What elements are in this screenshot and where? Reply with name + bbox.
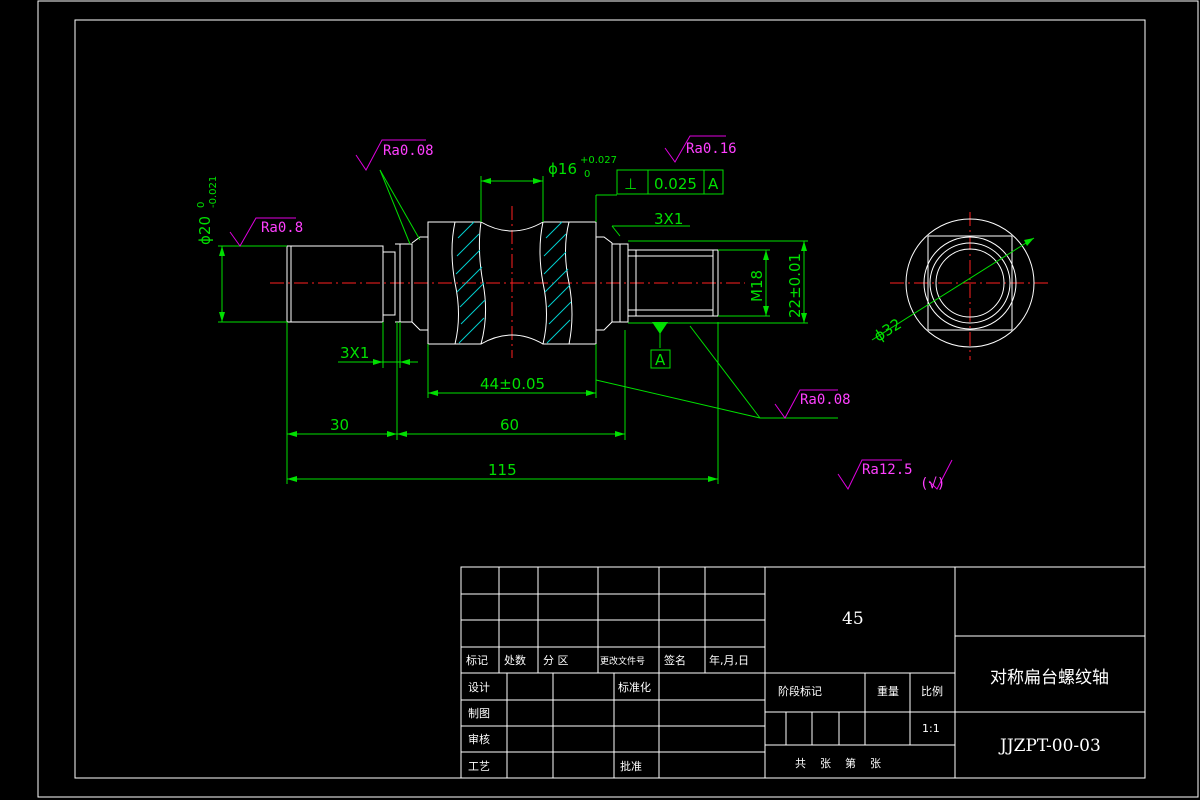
dim-phi20-tol-upper: 0 <box>196 202 207 208</box>
tb-header-mark: 标记 <box>466 653 488 667</box>
tol-value: 0.025 <box>654 175 697 193</box>
section-hatch-left <box>451 221 487 345</box>
roughness-rest-mark: (√) <box>920 476 945 492</box>
roughness-left: Ra0.8 <box>261 220 303 236</box>
tb-design: 设计 <box>468 681 490 694</box>
dim-m18: M18 <box>748 270 766 302</box>
dim-chamfer-right: 3X1 <box>654 210 683 228</box>
dim-phi16: ϕ16 <box>548 160 577 178</box>
tb-drawing-no: JJZPT-00-03 <box>998 736 1101 756</box>
dim-phi20-tol-lower: -0.021 <box>208 176 219 208</box>
outer-border <box>37 0 1199 798</box>
tb-header-count: 处数 <box>504 654 526 667</box>
dim-phi16-tol-upper: +0.027 <box>580 155 617 166</box>
roughness-general: Ra12.5 <box>862 462 913 478</box>
section-hatch-right <box>539 221 573 345</box>
tb-header-change-doc: 更改文件号 <box>600 655 645 667</box>
tb-process: 工艺 <box>468 760 490 773</box>
roughness-top-left: Ra0.08 <box>383 143 434 159</box>
tb-review: 审核 <box>468 732 490 746</box>
tb-scale-value: 1:1 <box>922 722 940 735</box>
shaft-side-view <box>871 212 1050 360</box>
datum-label: A <box>655 351 666 369</box>
dim-44: 44±0.05 <box>480 375 545 393</box>
dim-22: 22±0.01 <box>786 253 804 318</box>
title-block <box>460 566 1146 779</box>
roughness-top-right: Ra0.16 <box>686 141 737 157</box>
dim-60: 60 <box>500 416 519 434</box>
tb-header-sign: 签名 <box>664 653 686 667</box>
tb-scale-label: 比例 <box>921 684 943 698</box>
dim-phi32: ϕ32 <box>871 315 905 346</box>
tb-part-name: 对称扁台螺纹轴 <box>990 668 1109 688</box>
tb-drawing: 制图 <box>468 707 490 720</box>
tb-stage-mark: 阶段标记 <box>778 684 822 698</box>
roughness-symbols <box>229 135 953 491</box>
dim-phi20: ϕ20 <box>196 216 214 245</box>
tol-datum: A <box>708 175 719 193</box>
geometric-tolerance-frame <box>616 169 724 195</box>
dim-chamfer-left: 3X1 <box>340 344 369 362</box>
dimension-lines <box>218 169 838 484</box>
left-journal <box>286 245 384 323</box>
tb-header-date: 年,月,日 <box>709 653 749 667</box>
tb-approve: 批准 <box>620 759 642 773</box>
roughness-right: Ra0.08 <box>800 392 851 408</box>
datum-triangle <box>652 322 668 334</box>
tb-weight: 重量 <box>877 684 899 698</box>
tb-sheets: 共 张 第 张 <box>795 756 881 770</box>
tol-symbol: ⊥ <box>624 175 637 193</box>
shaft-front-view <box>270 206 745 358</box>
dim-phi16-tol-lower: 0 <box>584 169 590 180</box>
dim-30: 30 <box>330 416 349 434</box>
tb-standardize: 标准化 <box>618 680 651 694</box>
tb-material: 45 <box>842 609 864 629</box>
tb-header-zone: 分 区 <box>543 654 569 667</box>
dim-115: 115 <box>488 461 517 479</box>
